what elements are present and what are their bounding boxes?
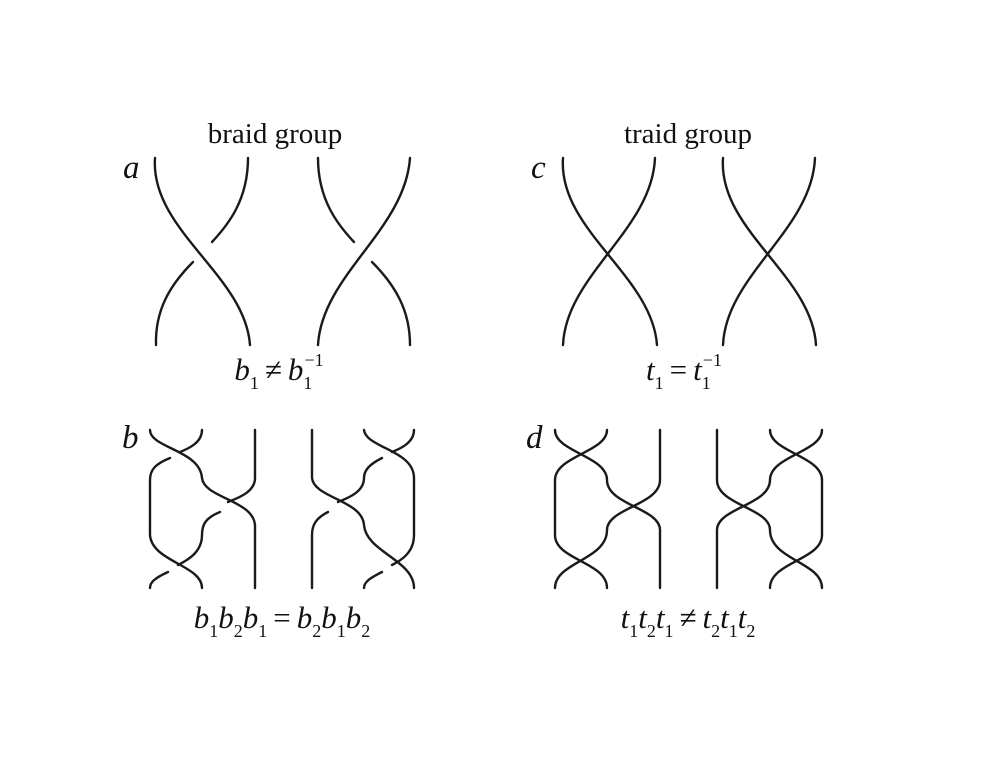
- strand: [153, 156, 252, 347]
- strand: [553, 428, 662, 590]
- strand: [721, 156, 817, 347]
- panel-label-a: a: [123, 150, 140, 186]
- strand: [715, 428, 824, 590]
- eq-b-var: b: [193, 600, 210, 635]
- eq-b-sub: 2: [312, 621, 322, 641]
- equation-b: b1b2b1=b2b1b2: [194, 600, 370, 642]
- strand: [390, 428, 416, 454]
- strand: [561, 156, 659, 347]
- eq-b-sub: 1: [258, 621, 268, 641]
- eq-c-rhs-sup: −1: [702, 350, 722, 370]
- eq-c-lhs-var: t: [646, 352, 655, 387]
- eq-b-var: b: [242, 600, 259, 635]
- strand: [226, 428, 257, 504]
- braid-group-title: braid group: [207, 118, 343, 150]
- traid-group-title: traid group: [623, 118, 753, 150]
- eq-a-lhs-sub: 1: [249, 373, 259, 393]
- strand: [176, 510, 222, 567]
- strand: [148, 456, 204, 590]
- strand: [553, 428, 662, 590]
- eq-d-var: t: [720, 600, 729, 635]
- strand: [154, 260, 195, 347]
- eq-d-sub: 2: [711, 621, 721, 641]
- eq-b-sub: 2: [361, 621, 371, 641]
- strand: [148, 570, 170, 590]
- eq-d-operator: ≠: [679, 600, 697, 635]
- eq-d-sub: 1: [728, 621, 738, 641]
- eq-d-var: t: [620, 600, 630, 635]
- eq-d-sub: 2: [646, 621, 656, 641]
- strand: [316, 156, 356, 244]
- eq-d-sub: 1: [629, 621, 639, 641]
- eq-b-var: b: [321, 600, 337, 635]
- equation-a: b1≠b1−1: [234, 350, 331, 394]
- strand: [316, 156, 412, 347]
- eq-b-var: b: [296, 600, 313, 635]
- eq-b-var: b: [218, 600, 234, 635]
- strand: [362, 570, 384, 590]
- eq-b-sub: 1: [209, 621, 219, 641]
- panel-label-b: b: [122, 420, 139, 456]
- eq-d-var: t: [638, 600, 647, 635]
- strand: [336, 456, 384, 504]
- panel-c-strands: [561, 156, 818, 347]
- strand: [721, 156, 818, 347]
- eq-b-sub: 1: [336, 621, 346, 641]
- eq-d-sub: 2: [746, 621, 756, 641]
- panel-label-c: c: [531, 150, 546, 186]
- panel-d-strands: [553, 428, 824, 590]
- eq-a-rhs-sub: 1: [303, 373, 313, 393]
- eq-c-rhs-var: t: [693, 352, 702, 387]
- strand: [210, 156, 250, 244]
- eq-b-operator: =: [273, 600, 291, 635]
- eq-d-sub: 1: [664, 621, 674, 641]
- eq-a-lhs-var: b: [234, 352, 250, 387]
- strand: [310, 510, 330, 590]
- eq-b-var: b: [345, 600, 362, 635]
- eq-a-rhs-sup: −1: [304, 350, 324, 370]
- strand: [148, 428, 257, 590]
- strand: [768, 428, 824, 590]
- panel-a-strands: [153, 156, 412, 347]
- eq-c-lhs-sub: 1: [654, 373, 664, 393]
- panel-b-strands: [148, 428, 416, 590]
- strand: [310, 428, 416, 590]
- eq-d-var: t: [737, 600, 747, 635]
- strand: [715, 428, 824, 590]
- eq-d-var: t: [655, 600, 665, 635]
- eq-a-operator: ≠: [264, 352, 282, 387]
- strand: [178, 428, 204, 454]
- eq-d-var: t: [702, 600, 712, 635]
- eq-b-sub: 2: [233, 621, 243, 641]
- equation-c: t1=t1−1: [646, 350, 730, 394]
- eq-a-rhs-var: b: [287, 352, 304, 387]
- strand: [561, 156, 657, 347]
- eq-c-rhs-sub: 1: [701, 373, 711, 393]
- strand: [553, 428, 609, 590]
- strand: [370, 260, 412, 347]
- eq-c-operator: =: [669, 352, 688, 387]
- strand: [362, 428, 416, 567]
- panel-label-d: d: [526, 420, 543, 456]
- equation-d: t1t2t1≠t2t1t2: [621, 600, 756, 642]
